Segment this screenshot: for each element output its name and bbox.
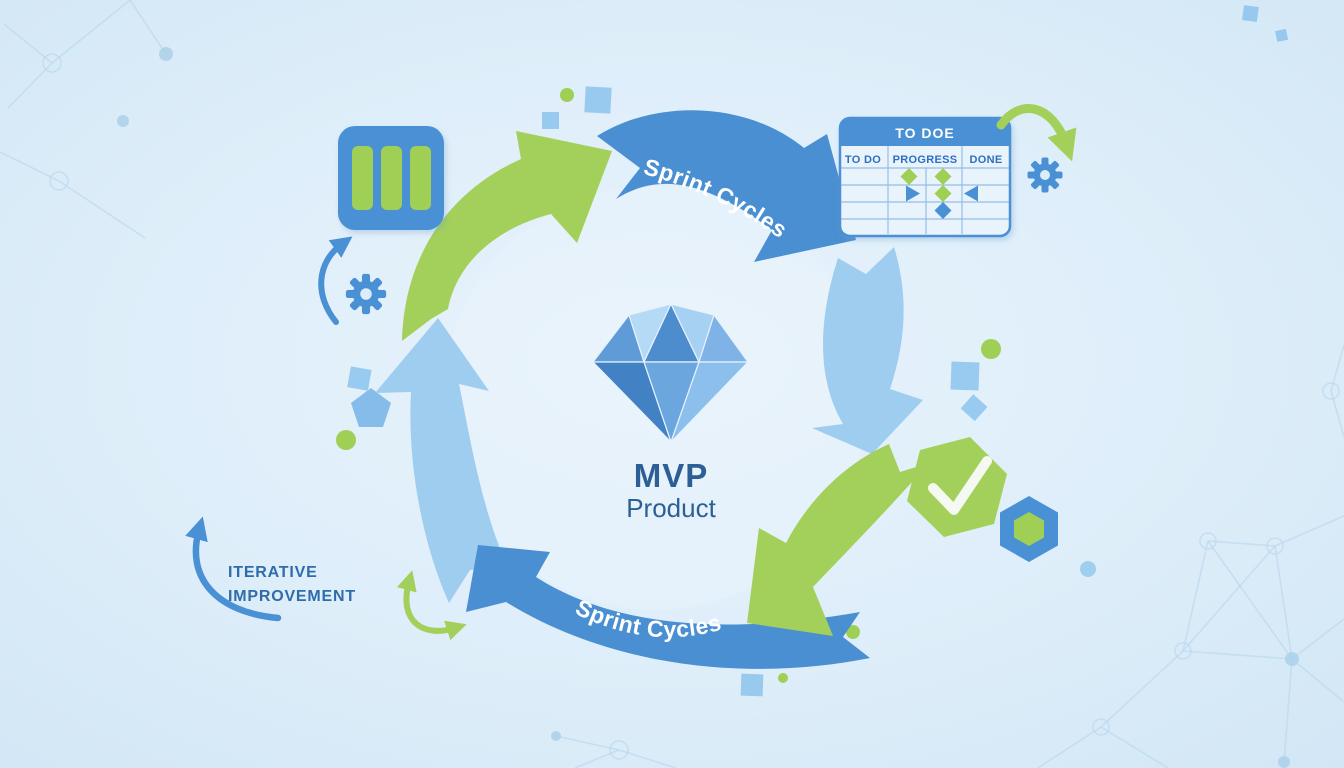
iterative-improvement-arrow xyxy=(185,516,282,622)
nested-hexagon-icon xyxy=(1000,496,1058,562)
gem-title: MVP xyxy=(634,457,709,494)
kanban-column-done: DONE xyxy=(970,154,1003,166)
kanban-columns-icon xyxy=(338,126,444,230)
check-hexagon-icon xyxy=(907,437,1007,537)
small-double-arrow-green xyxy=(397,570,467,641)
card-diamond-green xyxy=(934,168,952,185)
gem-subtitle: Product xyxy=(626,493,716,523)
network-pattern-top-left xyxy=(0,0,173,239)
diamond-gem-icon xyxy=(592,303,749,443)
kanban-cards xyxy=(900,168,978,219)
card-diamond-blue xyxy=(934,202,952,219)
arrow-bottom-right-green xyxy=(747,444,929,636)
decorative-shapes xyxy=(336,5,1289,697)
network-pattern-right-edge xyxy=(1322,344,1344,438)
kanban-column-progress: PROGRESS xyxy=(893,154,958,166)
card-triangle-left xyxy=(964,185,978,202)
kanban-grid-lines xyxy=(840,146,1010,234)
arrow-top-sprint xyxy=(597,110,856,262)
network-pattern-bottom-center xyxy=(551,731,677,768)
arrow-right-down xyxy=(812,247,923,454)
arrow-top-left-green xyxy=(402,131,612,341)
card-triangle-right xyxy=(906,185,920,202)
kanban-board-header xyxy=(840,118,1010,146)
iterative-note-line1: ITERATIVE xyxy=(228,564,318,581)
card-diamond-green xyxy=(900,168,918,185)
kanban-board-title: TO DOE xyxy=(895,125,954,141)
arrow-bottom-sprint xyxy=(466,545,870,669)
network-pattern-bottom-right xyxy=(1037,515,1344,768)
small-curved-arrow-left xyxy=(318,236,353,325)
card-diamond-green xyxy=(934,185,952,202)
kanban-column-todo: TO DO xyxy=(845,154,881,166)
kanban-board: TO DOE TO DO PROGRESS DONE xyxy=(838,116,1012,238)
gear-icon-right xyxy=(1027,157,1063,193)
small-curved-arrow-right xyxy=(996,104,1077,162)
gear-icon-left xyxy=(345,273,387,315)
iterative-note-line2: IMPROVEMENT xyxy=(228,588,356,605)
blue-dot-decor xyxy=(1080,561,1096,577)
pentagon-decor xyxy=(351,388,391,427)
arrow-left-up xyxy=(375,318,507,603)
check-mark xyxy=(928,456,992,515)
